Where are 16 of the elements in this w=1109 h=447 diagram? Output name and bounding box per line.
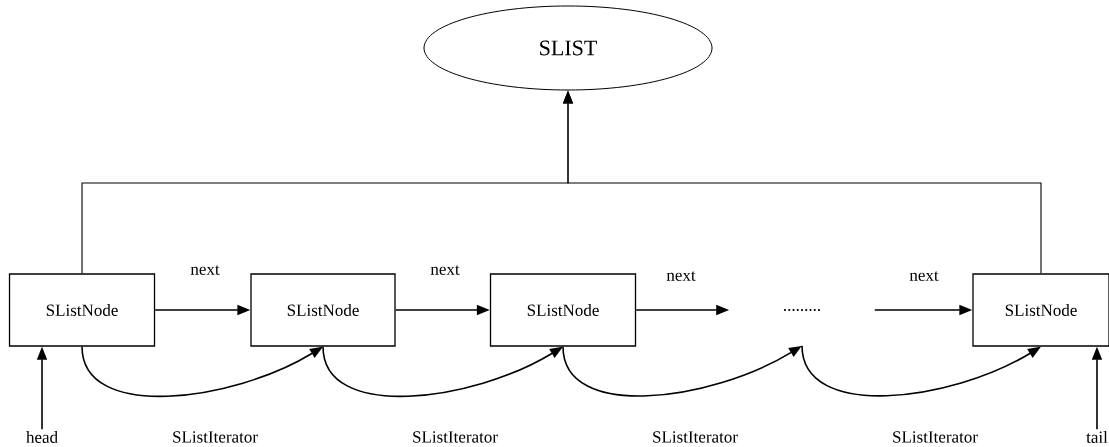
node-text: .........: [784, 309, 820, 311]
ellipse-node: SLIST: [423, 5, 713, 91]
list-node-box: SListNode: [250, 273, 396, 347]
node-text: tail: [1086, 431, 1108, 443]
node-text: head: [26, 431, 58, 443]
list-node-box: SListNode: [489, 273, 637, 347]
edge-label: SListIterator: [891, 430, 979, 444]
edge-label: next: [429, 264, 461, 276]
edge-label: next: [189, 264, 221, 276]
edge-label: SListIterator: [651, 430, 739, 444]
edge-label: next: [665, 270, 697, 282]
edge-label: SListIterator: [411, 430, 499, 444]
list-node-box: SListNode: [972, 273, 1109, 347]
edge-label: next: [908, 270, 940, 282]
list-node-box: SListNode: [8, 273, 156, 347]
edge-label: SListIterator: [171, 430, 259, 444]
